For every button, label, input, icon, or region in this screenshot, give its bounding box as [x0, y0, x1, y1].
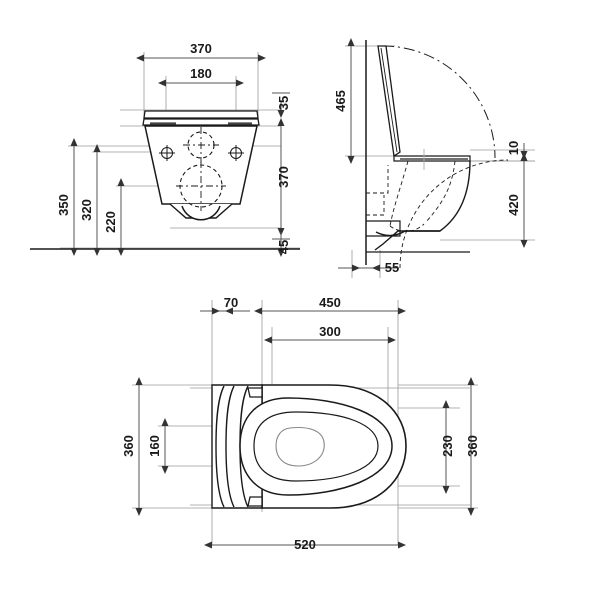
dim-420-bowl-height: 420 [506, 194, 521, 216]
side-projection-lines [345, 45, 535, 278]
dim-180-seat-width: 180 [190, 66, 212, 81]
dim-320-height: 320 [79, 199, 94, 221]
dim-450-bowl-length: 450 [319, 295, 341, 310]
side-wall-bracket [366, 220, 401, 237]
side-lid-swing-arc [382, 45, 496, 159]
side-bowl-outline [374, 160, 471, 251]
dim-160-hinge-width: 160 [147, 435, 162, 457]
front-outlet-spout [181, 205, 221, 221]
dim-70-hinge-depth: 70 [224, 295, 238, 310]
side-hidden-bowl [366, 160, 456, 232]
dim-35-seat-height: 35 [276, 96, 291, 110]
side-dimension-lines [338, 38, 528, 272]
dim-10-seat-thickness: 10 [506, 141, 521, 155]
side-lid-down-arc [399, 159, 509, 269]
dim-360-width-left: 360 [121, 435, 136, 457]
front-dimension-lines [70, 54, 290, 257]
plan-water-spot [275, 426, 325, 467]
dim-520-overall-length: 520 [294, 537, 316, 552]
side-bowl-bottom [375, 230, 440, 237]
dim-230-bowl-width: 230 [440, 435, 455, 457]
dim-55-wall-offset: 55 [385, 260, 399, 275]
plan-dimension-lines [135, 307, 475, 549]
dim-370-body-height: 370 [276, 166, 291, 188]
dim-465-lid-open: 465 [333, 90, 348, 112]
side-seat-flat [393, 149, 471, 170]
side-elevation-view: 465 10 420 55 [333, 38, 535, 278]
dim-370-width: 370 [190, 41, 212, 56]
dim-220-height: 220 [103, 211, 118, 233]
dim-360-width-right: 360 [465, 435, 480, 457]
side-lid-inner-line [380, 47, 398, 153]
dim-300-inner-length: 300 [319, 324, 341, 339]
dim-45-outlet-drop: 45 [276, 240, 291, 254]
front-elevation-view: 370 180 35 370 45 350 320 220 [30, 41, 300, 257]
front-fixing-bolts [159, 145, 244, 161]
dim-350-height: 350 [56, 194, 71, 216]
front-circle-centerlines [176, 127, 226, 211]
plan-view: 70 450 300 520 360 160 360 230 [121, 295, 480, 552]
